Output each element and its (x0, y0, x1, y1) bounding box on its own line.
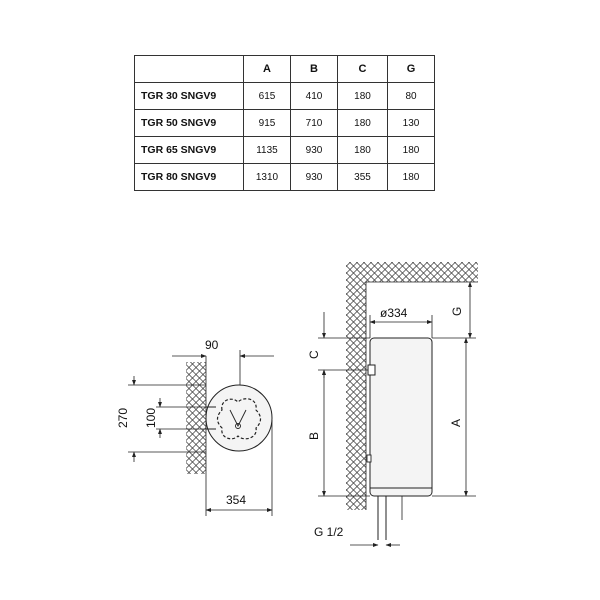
table-header-g: G (387, 55, 435, 83)
top-view (128, 350, 274, 516)
table-cell: 615 (243, 82, 291, 110)
side-view-bracket (367, 364, 376, 376)
dim-354-label: 354 (226, 493, 246, 507)
table-cell: 130 (387, 109, 435, 137)
table-header-c: C (337, 55, 388, 83)
table-cell: 180 (387, 163, 435, 191)
table-row: TGR 50 SNGV9 915 710 180 130 (134, 109, 435, 137)
dim-270-label: 270 (116, 408, 130, 428)
table-row: TGR 65 SNGV9 1135 930 180 180 (134, 136, 435, 164)
side-view-ceiling (346, 262, 478, 282)
dim-b-label: B (307, 432, 321, 440)
spec-table: A B C G TGR 30 SNGV9 615 410 180 80 TGR … (134, 55, 435, 191)
table-row: TGR 80 SNGV9 1310 930 355 180 (134, 163, 435, 191)
table-cell-model: TGR 30 SNGV9 (134, 82, 244, 110)
side-view (318, 262, 478, 547)
dim-diameter-label: ø334 (380, 306, 408, 320)
table-cell-model: TGR 80 SNGV9 (134, 163, 244, 191)
dim-90-label: 90 (205, 338, 219, 352)
table-cell: 410 (290, 82, 338, 110)
dim-c-label: C (307, 350, 321, 359)
table-cell-model: TGR 50 SNGV9 (134, 109, 244, 137)
table-cell: 180 (337, 109, 388, 137)
side-view-wall (346, 282, 366, 510)
table-cell: 180 (387, 136, 435, 164)
table-row: TGR 30 SNGV9 615 410 180 80 (134, 82, 435, 110)
dim-g-label: G (450, 307, 464, 316)
dim-pipe-label: G 1/2 (314, 525, 344, 539)
table-cell: 1310 (243, 163, 291, 191)
side-view-tank (369, 337, 433, 497)
dim-a-label: A (449, 419, 463, 427)
table-cell: 355 (337, 163, 388, 191)
dim-100-label: 100 (144, 408, 158, 428)
top-view-wall (186, 362, 206, 474)
top-view-tank (205, 384, 273, 452)
table-cell-model: TGR 65 SNGV9 (134, 136, 244, 164)
top-view-bracket (206, 406, 216, 430)
table-cell: 180 (337, 136, 388, 164)
table-cell: 80 (387, 82, 435, 110)
table-cell: 915 (243, 109, 291, 137)
top-view-inner-flange (216, 398, 262, 440)
